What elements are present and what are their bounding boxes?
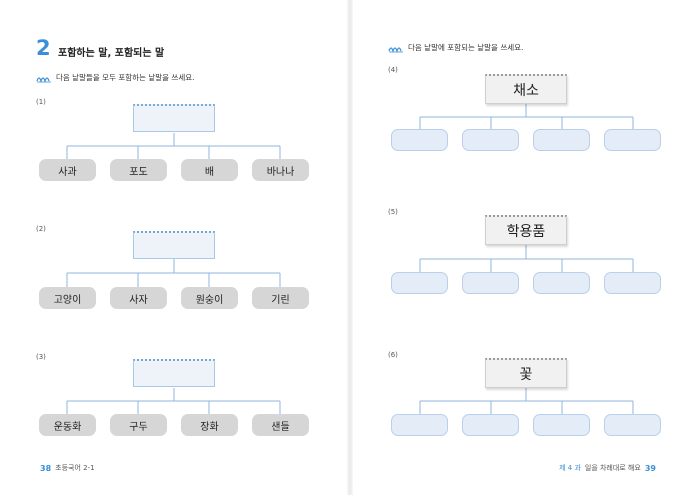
category-card: 꽃: [485, 358, 567, 388]
word-pill: 운동화: [39, 414, 96, 436]
question-number: (1): [36, 98, 46, 106]
right-instruction: 다음 낱말에 포함되는 낱말을 쓰세요.: [388, 42, 523, 53]
pencil-note-icon: [388, 46, 403, 53]
word-pill: 배: [181, 159, 238, 181]
question-number: (3): [36, 353, 46, 361]
answer-box[interactable]: [133, 359, 215, 387]
answer-pill[interactable]: [462, 272, 519, 294]
left-instruction-text: 다음 낱말들을 모두 포함하는 낱말을 쓰세요.: [56, 73, 195, 82]
word-pill: 샌들: [252, 414, 309, 436]
word-pill: 장화: [181, 414, 238, 436]
chapter-title: 일을 차례대로 해요: [584, 464, 641, 472]
answer-pill[interactable]: [391, 414, 448, 436]
page-number: 39: [644, 463, 656, 473]
category-card: 학용품: [485, 215, 567, 245]
word-pill: 사자: [110, 287, 167, 309]
word-pill: 기린: [252, 287, 309, 309]
answer-pill[interactable]: [533, 129, 590, 151]
left-footer: 38 초등국어 2-1: [40, 463, 99, 473]
answer-pill[interactable]: [462, 414, 519, 436]
page-number: 38: [40, 463, 52, 473]
answer-pill[interactable]: [462, 129, 519, 151]
word-pill: 포도: [110, 159, 167, 181]
word-pill: 구두: [110, 414, 167, 436]
word-pill: 고양이: [39, 287, 96, 309]
section-number: 2: [36, 36, 51, 60]
answer-pill[interactable]: [391, 129, 448, 151]
word-pill: 원숭이: [181, 287, 238, 309]
question-number: (6): [388, 351, 398, 359]
pencil-note-icon: [36, 76, 51, 83]
answer-pill[interactable]: [604, 129, 661, 151]
category-card: 채소: [485, 74, 567, 104]
footer-text: 초등국어 2-1: [55, 464, 95, 472]
answer-pill[interactable]: [391, 272, 448, 294]
answer-pill[interactable]: [533, 414, 590, 436]
answer-pill[interactable]: [533, 272, 590, 294]
right-footer: 제 4 과 일을 차례대로 해요 39: [559, 463, 656, 473]
question-number: (4): [388, 66, 398, 74]
answer-box[interactable]: [133, 104, 215, 132]
page-gutter: [347, 0, 353, 495]
answer-pill[interactable]: [604, 414, 661, 436]
question-number: (2): [36, 225, 46, 233]
question-number: (5): [388, 208, 398, 216]
left-instruction: 다음 낱말들을 모두 포함하는 낱말을 쓰세요.: [36, 72, 195, 83]
answer-box[interactable]: [133, 231, 215, 259]
word-pill: 바나나: [252, 159, 309, 181]
chapter-label: 제 4 과: [559, 464, 581, 472]
answer-pill[interactable]: [604, 272, 661, 294]
right-instruction-text: 다음 낱말에 포함되는 낱말을 쓰세요.: [408, 43, 524, 52]
section-title: 포함하는 말, 포함되는 말: [58, 48, 165, 59]
word-pill: 사과: [39, 159, 96, 181]
